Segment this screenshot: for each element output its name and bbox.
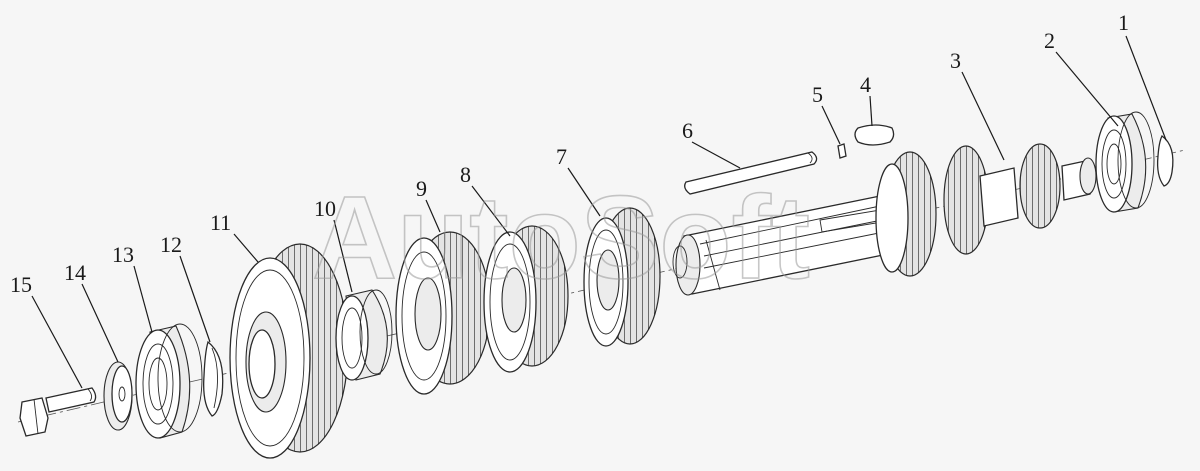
callout-3: 3 xyxy=(950,48,961,73)
callout-4: 4 xyxy=(860,72,871,97)
part-9-gear xyxy=(395,231,491,395)
callout-1: 1 xyxy=(1118,10,1129,35)
callout-14: 14 xyxy=(64,260,86,285)
part-12-snap-ring xyxy=(203,340,224,417)
callout-7: 7 xyxy=(556,144,567,169)
part-6-key-rod xyxy=(684,151,818,195)
part-13-bearing xyxy=(135,323,203,439)
callout-11: 11 xyxy=(210,210,231,235)
part-14-washer xyxy=(103,361,133,431)
part-5-pin xyxy=(837,143,847,159)
callout-13: 13 xyxy=(112,242,134,267)
part-11-large-gear xyxy=(229,243,349,459)
part-10-bushing xyxy=(335,289,393,381)
callout-2: 2 xyxy=(1044,28,1055,53)
part-4-key xyxy=(854,124,895,146)
callout-8: 8 xyxy=(460,162,471,187)
callout-12: 12 xyxy=(160,232,182,257)
part-1-snap-ring xyxy=(1156,135,1174,187)
part-3-gear-cluster xyxy=(943,143,1097,255)
watermark-text: AutoSoft xyxy=(312,172,810,304)
callout-10: 10 xyxy=(314,196,336,221)
shaft-gear-large xyxy=(875,151,937,277)
part-7-gear xyxy=(583,207,661,347)
callouts: 1 2 3 4 5 6 7 8 9 10 11 12 13 14 15 xyxy=(10,10,1129,297)
callout-5: 5 xyxy=(812,82,823,107)
part-15-bolt xyxy=(19,387,97,437)
part-8-gear xyxy=(483,225,569,373)
callout-6: 6 xyxy=(682,118,693,143)
callout-15: 15 xyxy=(10,272,32,297)
leader-lines xyxy=(31,35,1167,389)
callout-9: 9 xyxy=(416,176,427,201)
part-2-bearing xyxy=(1095,111,1155,213)
